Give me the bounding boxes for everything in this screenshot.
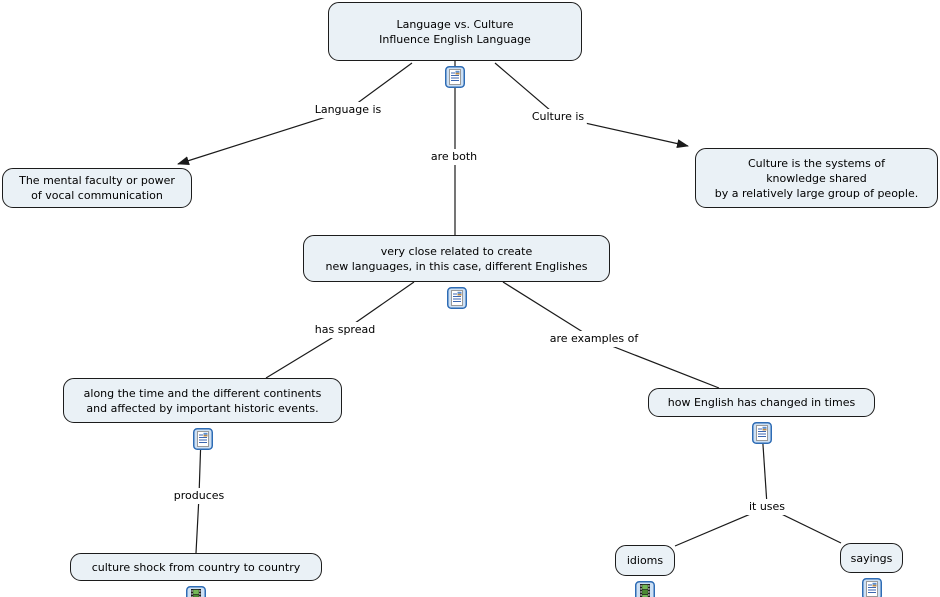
concept-node-culture-shock[interactable]: culture shock from country to country xyxy=(70,553,322,597)
document-resource-icon[interactable] xyxy=(192,413,213,450)
link-label-are-both[interactable]: are both xyxy=(427,149,481,165)
concept-node-root-label: Language vs. Culture Influence English L… xyxy=(379,17,531,46)
concept-node-root[interactable]: Language vs. Culture Influence English L… xyxy=(328,2,582,88)
concept-node-idioms[interactable]: idioms xyxy=(615,545,675,597)
concept-node-culture-shock-label: culture shock from country to country xyxy=(91,560,301,574)
concept-node-idioms-label: idioms xyxy=(626,554,664,567)
link-label-culture-is[interactable]: Culture is xyxy=(528,109,588,125)
concept-node-changed[interactable]: how English has changed in times xyxy=(648,388,875,444)
edge-root-to-culture-def xyxy=(494,62,689,148)
document-resource-icon[interactable] xyxy=(446,272,467,309)
concept-node-sayings-label: sayings xyxy=(850,551,893,565)
concept-node-spread[interactable]: along the time and the different contine… xyxy=(63,378,342,450)
concept-node-language-definition-label: The mental faculty or power of vocal com… xyxy=(19,174,175,202)
link-label-are-examples-of[interactable]: are examples of xyxy=(546,331,642,347)
concept-node-close-related-label: very close related to create new languag… xyxy=(325,244,588,273)
link-label-produces[interactable]: produces xyxy=(170,488,228,504)
document-resource-icon[interactable] xyxy=(751,407,772,444)
document-resource-icon[interactable] xyxy=(445,51,465,88)
link-label-it-uses[interactable]: it uses xyxy=(745,499,789,515)
concept-node-spread-label: along the time and the different contine… xyxy=(83,386,322,415)
concept-node-sayings[interactable]: sayings xyxy=(840,543,903,597)
document-resource-icon[interactable] xyxy=(861,563,882,597)
concept-node-close-related[interactable]: very close related to create new languag… xyxy=(303,235,610,309)
concept-node-culture-definition-label: Culture is the systems of knowledge shar… xyxy=(714,156,919,200)
concept-node-culture-definition[interactable]: Culture is the systems of knowledge shar… xyxy=(695,148,938,208)
video-resource-icon[interactable] xyxy=(635,566,655,597)
concept-node-language-definition[interactable]: The mental faculty or power of vocal com… xyxy=(2,168,192,208)
link-label-has-spread[interactable]: has spread xyxy=(311,322,379,338)
link-label-language-is[interactable]: Language is xyxy=(311,102,385,118)
video-resource-icon[interactable] xyxy=(186,571,206,597)
concept-node-changed-label: how English has changed in times xyxy=(667,396,856,409)
